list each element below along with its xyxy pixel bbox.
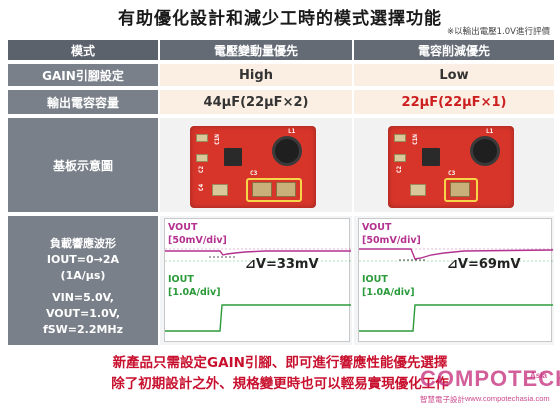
board-image-col2: L1 C1N C2 C3 [354, 118, 554, 214]
scope-screen: VOUT [50mV/div] IOUT [1.0A/div] ⊿V=69mV [358, 218, 553, 342]
wave-label-vout: VOUT=1.0V, [45, 307, 121, 320]
silk-c1n: C1N [411, 134, 419, 145]
scope-screen: VOUT [50mV/div] IOUT [1.0A/div] ⊿V=33mV [164, 218, 351, 342]
cap-col2: 22μF(22μF×1) [354, 90, 554, 116]
capacitor [276, 182, 296, 197]
capacitor-highlight [246, 178, 302, 202]
comparison-table: 模式 電壓變動量優先 電容削減優先 GAIN引腳設定 High Low 輸出電容… [8, 40, 554, 345]
vout-label: VOUT [362, 222, 392, 233]
vout-label: VOUT [168, 222, 198, 233]
pad [410, 184, 426, 196]
evaluation-note: ※以輸出電壓1.0V進行評價 [447, 27, 550, 37]
iout-label: IOUT [362, 274, 388, 285]
iout-label: IOUT [168, 274, 194, 285]
header-mode: 模式 [8, 40, 158, 62]
wave-label-slew: (1A/μs) [60, 269, 106, 282]
header-col-voltage-priority: 電壓變動量優先 [160, 40, 354, 62]
waveform-traces [359, 248, 553, 332]
summary-line-2: 除了初期設計之外、規格變更時也可以輕易實現優化工作 [111, 376, 449, 392]
silk-c2: C2 [396, 165, 404, 174]
gain-col1: High [160, 64, 352, 88]
pcb-board: L1 C1N C2 C3 [388, 126, 514, 208]
ic-chip [422, 148, 440, 166]
iout-trace [165, 304, 351, 332]
row-label-gain: GAIN引腳設定 [8, 64, 158, 88]
silk-c4: C4 [198, 183, 206, 192]
silk-c3: C3 [448, 170, 456, 177]
compotech-logo: COMPOTECH [420, 366, 560, 391]
iout-scale: [1.0A/div] [362, 287, 415, 298]
pcb-board: L1 C1N C2 C3 C4 [190, 126, 316, 208]
silk-c2: C2 [198, 165, 206, 174]
waveform-col1: VOUT [50mV/div] IOUT [1.0A/div] ⊿V=33mV [160, 216, 352, 345]
page-title: 有助優化設計和減少工時的模式選擇功能 [118, 9, 442, 29]
pad [394, 154, 406, 162]
wave-label-fsw: fSW=2.2MHz [42, 323, 124, 336]
vout-scale: [50mV/div] [362, 235, 421, 246]
board-image-col1: L1 C1N C2 C3 C4 [160, 118, 352, 214]
silk-l1: L1 [288, 128, 296, 135]
iout-scale: [1.0A/div] [168, 287, 221, 298]
summary-line-1: 新產品只需設定GAIN引腳、即可進行響應性能優先選擇 [112, 355, 448, 371]
silk-c3: C3 [250, 170, 258, 177]
capacitor [252, 182, 272, 197]
silk-c1n: C1N [213, 134, 221, 145]
delta-v-col1: ⊿V=33mV [245, 257, 319, 272]
pad [196, 154, 208, 162]
silk-l1: L1 [486, 128, 494, 135]
inductor [470, 136, 500, 166]
vout-trace [165, 250, 351, 256]
row-label-waveform: 負載響應波形 IOUT=0→2A (1A/μs) VIN=5.0V, VOUT=… [8, 216, 158, 345]
pad [196, 134, 208, 142]
compotech-tagline: 智慧電子設計 [420, 395, 465, 404]
wave-label-vin: VIN=5.0V, [52, 291, 114, 304]
gain-col2: Low [354, 64, 554, 88]
waveform-col2: VOUT [50mV/div] IOUT [1.0A/div] ⊿V=69mV [354, 216, 554, 345]
capacitor-highlight [444, 178, 478, 202]
capacitor [450, 182, 470, 197]
cap-col1: 44μF(22μF×2) [160, 90, 352, 116]
pad [394, 134, 406, 142]
iout-trace [359, 304, 553, 332]
delta-v-col2: ⊿V=69mV [447, 257, 521, 272]
header-col-capacitor-priority: 電容削減優先 [354, 40, 554, 62]
ic-chip [224, 148, 242, 166]
row-label-capacitance: 輸出電容容量 [8, 90, 158, 116]
inductor [272, 136, 302, 166]
vout-trace [359, 248, 553, 260]
row-label-board: 基板示意圖 [8, 118, 158, 214]
wave-label-iout: IOUT=0→2A [46, 253, 120, 266]
waveform-traces [165, 248, 351, 332]
pad [212, 184, 228, 196]
vout-scale: [50mV/div] [168, 235, 227, 246]
wave-label-title: 負載響應波形 [50, 237, 116, 250]
compotech-logo-region: Asia [530, 371, 547, 380]
compotech-url: www.compotechasia.com [465, 394, 550, 403]
